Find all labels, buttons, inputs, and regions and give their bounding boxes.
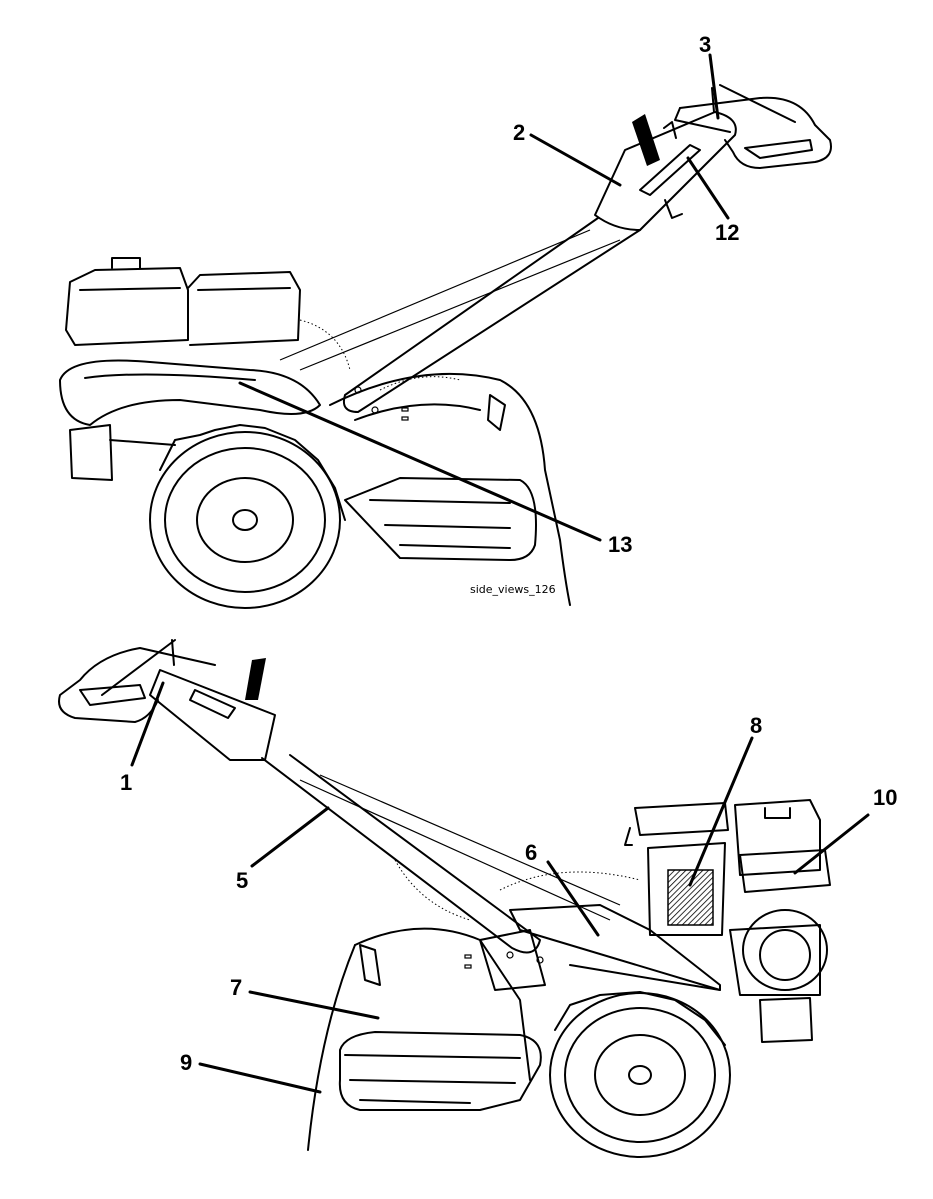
wheel-top (149, 424, 346, 609)
wheel-bottom (549, 991, 731, 1158)
shift-lever-grip-bottom (245, 658, 266, 700)
callout-7: 7 (230, 975, 242, 1000)
callout-8: 8 (750, 713, 762, 738)
recoil-starter (742, 909, 828, 991)
figure-reference-label: side_views_126 (470, 583, 556, 596)
engine-top (65, 257, 461, 391)
tine-hood-bottom (354, 927, 531, 1081)
handlebar-bottom (58, 639, 216, 723)
callout-10: 10 (873, 785, 897, 810)
control-panel-bottom (149, 669, 276, 761)
side-shield-top (344, 477, 537, 561)
leader-7 (248, 990, 380, 1020)
handle-tube-bottom (261, 754, 541, 954)
fender-top (59, 359, 321, 426)
tiller-bottom-view (58, 639, 831, 1158)
callout-2: 2 (513, 120, 525, 145)
leader-8 (688, 736, 754, 887)
callout-6: 6 (525, 840, 537, 865)
leader-lines (130, 53, 870, 1094)
leader-10 (793, 813, 870, 875)
leader-13 (238, 381, 602, 542)
callout-1: 1 (120, 770, 132, 795)
engine-bottom (624, 799, 831, 996)
leader-12 (686, 156, 730, 220)
callout-5: 5 (236, 868, 248, 893)
control-panel-top (594, 111, 737, 231)
shift-lever-grip-top (632, 114, 660, 166)
handlebar-top (674, 84, 832, 169)
leader-9 (198, 1062, 322, 1094)
callout-3: 3 (699, 32, 711, 57)
fender-bottom (509, 904, 721, 991)
leader-5 (250, 806, 330, 868)
leader-3 (708, 53, 720, 120)
leader-2 (529, 133, 622, 187)
callout-12: 12 (715, 220, 739, 245)
handle-tube-top (342, 217, 641, 413)
tiller-top-view (59, 84, 832, 609)
tine-hood-top (329, 372, 571, 606)
side-shield-bottom (338, 1031, 542, 1111)
callout-9: 9 (180, 1050, 192, 1075)
leader-1 (130, 681, 165, 767)
leader-6 (546, 860, 600, 937)
callout-labels: 2 3 12 13 side_views_126 1 5 6 7 8 9 10 (120, 32, 897, 1075)
air-filter-panel (667, 869, 714, 926)
callout-13: 13 (608, 532, 632, 557)
